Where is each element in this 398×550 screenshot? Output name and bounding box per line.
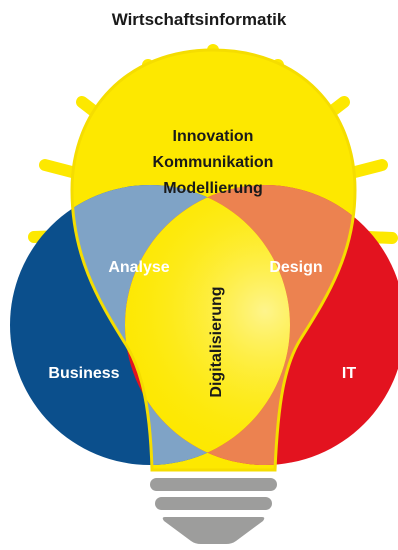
- ray-left-3: [39, 159, 78, 178]
- bulb-outline: [70, 48, 357, 472]
- ray-right-3: [349, 159, 388, 178]
- bulb-line-3: Modellierung: [163, 180, 263, 197]
- analyse-label: Analyse: [108, 259, 169, 276]
- digitalisierung-highlight: [125, 185, 290, 465]
- bulb-base: [150, 478, 277, 544]
- base-tip: [162, 517, 265, 544]
- digitalisierung-label: Digitalisierung: [208, 286, 225, 397]
- base-ring-2: [155, 497, 272, 510]
- design-label: Design: [269, 259, 322, 276]
- it-label: IT: [342, 365, 356, 382]
- business-label: Business: [48, 365, 119, 382]
- diagram-title: Wirtschaftsinformatik: [112, 10, 287, 29]
- base-ring-1: [150, 478, 277, 491]
- bulb-line-1: Innovation: [173, 128, 254, 145]
- bulb-line-2: Kommunikation: [153, 154, 274, 171]
